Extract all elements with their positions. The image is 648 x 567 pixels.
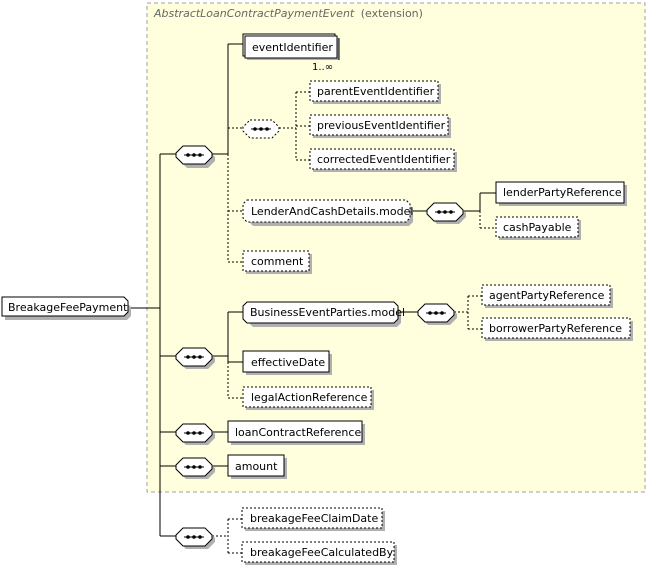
choice-compositor-icon <box>242 119 280 139</box>
sequence-compositor-icon <box>175 145 215 168</box>
parent-event-identifier-box[interactable]: parentEventIdentifier <box>309 80 441 104</box>
borrower-party-reference-box[interactable]: borrowerPartyReference <box>481 317 633 341</box>
sequence-compositor-icon <box>175 423 215 445</box>
business-event-parties-label: BusinessEventParties.model <box>250 306 405 319</box>
root-element-label: BreakageFeePayment <box>8 301 128 314</box>
effective-date-box[interactable]: effectiveDate <box>242 350 332 375</box>
root-element-box[interactable]: BreakageFeePayment <box>1 296 131 320</box>
lender-and-cash-details-label: LenderAndCashDetails.model <box>251 205 413 218</box>
agent-party-reference-box[interactable]: agentPartyReference <box>481 284 613 308</box>
parties-sequence-compositor-icon <box>417 303 457 325</box>
comment-box[interactable]: comment <box>242 250 312 274</box>
sequence-compositor-icon <box>175 457 215 479</box>
sequence-compositor-icon <box>175 347 215 369</box>
breakage-fee-claim-date-box[interactable]: breakageFeeClaimDate <box>241 507 385 531</box>
lender-sequence-compositor-icon <box>426 202 466 224</box>
breakage-fee-calculated-by-label: breakageFeeCalculatedBy <box>250 546 394 559</box>
lender-party-reference-box[interactable]: lenderPartyReference <box>495 181 627 206</box>
cash-payable-box[interactable]: cashPayable <box>495 216 581 240</box>
corrected-event-identifier-box[interactable]: correctedEventIdentifier <box>309 148 457 172</box>
event-identifier-box[interactable]: eventIdentifier 1..∞ <box>242 33 340 73</box>
breakage-fee-calculated-by-box[interactable]: breakageFeeCalculatedBy <box>241 541 397 565</box>
amount-box[interactable]: amount <box>227 454 287 479</box>
effective-date-label: effectiveDate <box>251 356 325 369</box>
previous-event-identifier-box[interactable]: previousEventIdentifier <box>309 114 451 138</box>
breakage-fee-claim-date-label: breakageFeeClaimDate <box>250 512 378 525</box>
event-identifier-cardinality: 1..∞ <box>312 62 333 73</box>
lender-and-cash-details-box[interactable]: LenderAndCashDetails.model <box>242 199 413 226</box>
extension-title: AbstractLoanContractPaymentEvent (extens… <box>153 7 423 20</box>
legal-action-reference-label: legalActionReference <box>251 391 368 404</box>
agent-party-reference-label: agentPartyReference <box>489 289 605 302</box>
lender-party-reference-label: lenderPartyReference <box>503 186 622 199</box>
parent-event-identifier-label: parentEventIdentifier <box>317 85 435 98</box>
loan-contract-reference-label: loanContractReference <box>235 426 361 439</box>
connectors <box>128 43 496 554</box>
sequence-compositor-icon <box>175 527 215 549</box>
comment-label: comment <box>251 255 304 268</box>
cash-payable-label: cashPayable <box>503 221 572 234</box>
legal-action-reference-box[interactable]: legalActionReference <box>242 386 374 410</box>
previous-event-identifier-label: previousEventIdentifier <box>317 119 446 132</box>
event-identifier-label: eventIdentifier <box>252 41 333 54</box>
corrected-event-identifier-label: correctedEventIdentifier <box>317 153 451 166</box>
loan-contract-reference-box[interactable]: loanContractReference <box>227 420 365 445</box>
borrower-party-reference-label: borrowerPartyReference <box>489 322 622 335</box>
amount-label: amount <box>235 460 278 473</box>
extension-region <box>146 2 646 493</box>
business-event-parties-box[interactable]: BusinessEventParties.model <box>242 301 405 327</box>
